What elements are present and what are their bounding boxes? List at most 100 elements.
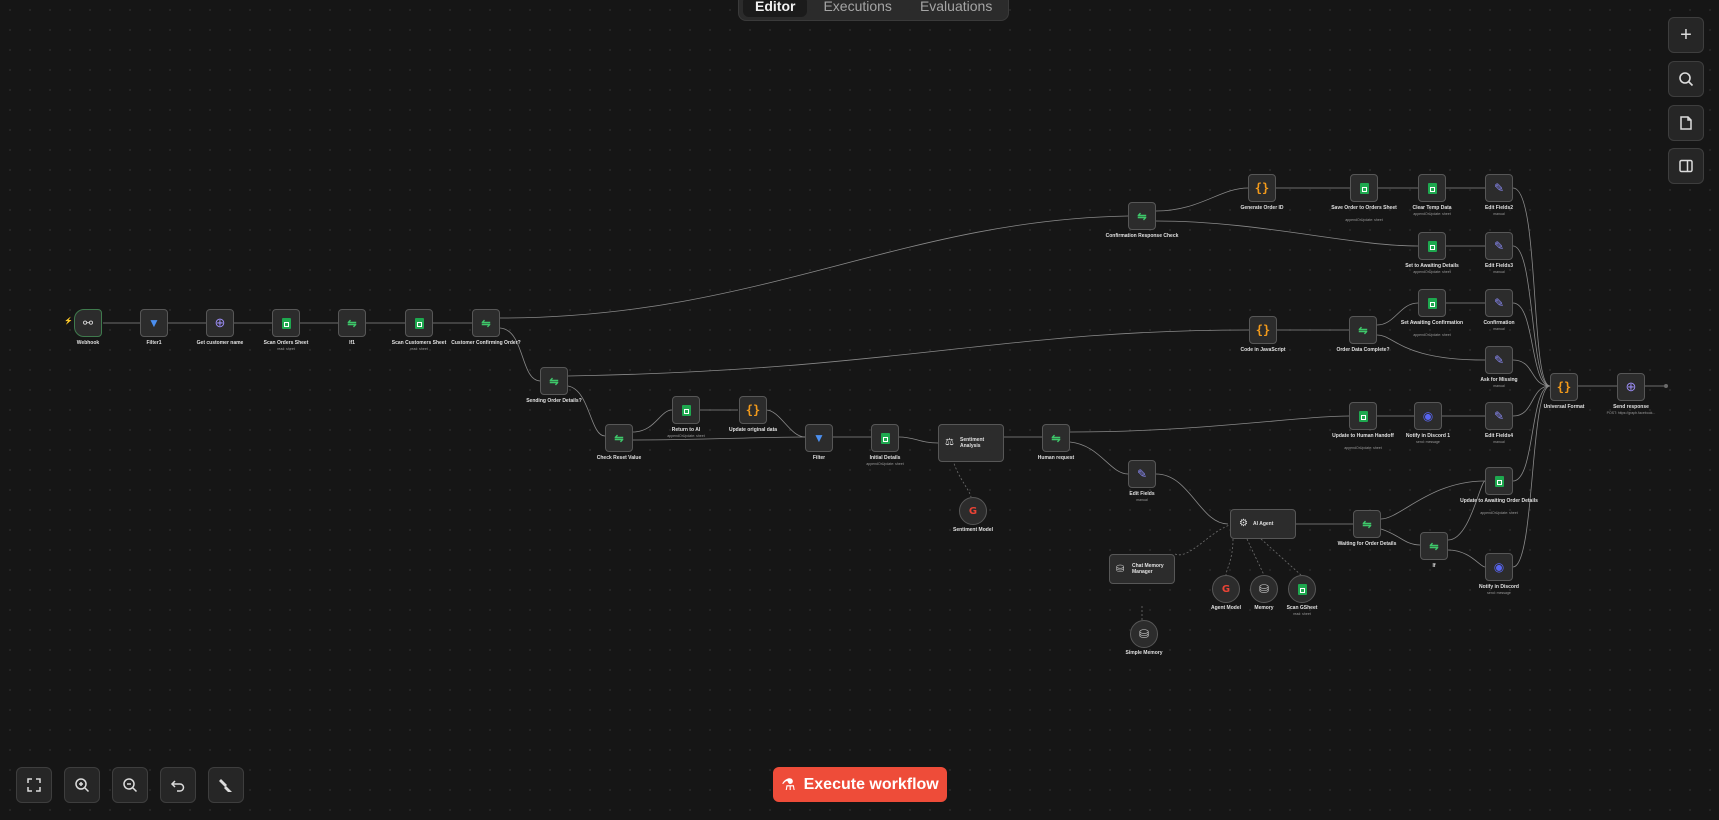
node-set-to-awaiting-details[interactable] xyxy=(1418,232,1446,260)
node-notify-in-discord-1[interactable]: ◉ xyxy=(1414,402,1442,430)
zoom-out-button[interactable] xyxy=(112,767,148,803)
node-sentiment-model[interactable]: G xyxy=(959,497,987,525)
globe-icon: ⊕ xyxy=(1625,379,1637,394)
node-sentiment-analysis[interactable]: ⚖ xyxy=(938,424,1004,462)
tab-executions[interactable]: Executions xyxy=(823,0,892,14)
execute-workflow-label: Execute workflow xyxy=(803,775,939,793)
node-filter[interactable]: ▼ xyxy=(805,424,833,452)
add-sticky-note-button[interactable] xyxy=(1668,105,1704,141)
node-filter1[interactable]: ▼ xyxy=(140,309,168,337)
side-panel-icon xyxy=(1679,159,1693,173)
database-icon: ⛁ xyxy=(1258,582,1270,596)
node-edit-fields2[interactable]: ✎ xyxy=(1485,174,1513,202)
node-edit-fields3[interactable]: ✎ xyxy=(1485,232,1513,260)
if-branch-icon: ⇋ xyxy=(1137,210,1147,223)
node-update-to-human-handoff[interactable] xyxy=(1349,402,1377,430)
zoom-out-icon xyxy=(123,778,138,793)
node-set-awaiting-confirmation[interactable] xyxy=(1418,289,1446,317)
node-generate-order-id[interactable]: {} xyxy=(1248,174,1276,202)
filter-icon: ▼ xyxy=(148,316,160,330)
node-update-to-awaiting-order-details[interactable] xyxy=(1485,467,1513,495)
discord-icon: ◉ xyxy=(1493,560,1505,574)
node-get-customer-name[interactable]: ⊕ xyxy=(206,309,234,337)
undo-button[interactable] xyxy=(160,767,196,803)
search-nodes-button[interactable] xyxy=(1668,61,1704,97)
tab-editor[interactable]: Editor xyxy=(743,0,808,17)
switch-icon: ⇋ xyxy=(1051,432,1061,445)
node-webhook[interactable]: ⚯ xyxy=(74,309,102,337)
code-braces-icon: {} xyxy=(1255,323,1271,337)
google-sheets-icon xyxy=(1494,475,1504,487)
node-if1[interactable]: ⇋ xyxy=(338,309,366,337)
code-braces-icon: {} xyxy=(745,403,761,417)
flask-icon: ⚗ xyxy=(781,776,796,794)
zoom-to-fit-button[interactable] xyxy=(16,767,52,803)
node-check-reset-value[interactable]: ⇋ xyxy=(605,424,633,452)
zoom-in-button[interactable] xyxy=(64,767,100,803)
undo-icon xyxy=(170,780,185,792)
node-initial-details[interactable] xyxy=(871,424,899,452)
node-notify-in-discord[interactable]: ◉ xyxy=(1485,553,1513,581)
node-edit-fields[interactable]: ✎ xyxy=(1128,460,1156,488)
node-ai-agent[interactable]: ⚙ xyxy=(1230,509,1296,539)
if-branch-icon: ⇋ xyxy=(1362,518,1372,531)
output-port[interactable] xyxy=(1664,384,1668,388)
google-sheets-icon xyxy=(281,317,291,329)
google-sheets-icon xyxy=(1358,410,1368,422)
globe-icon: ⊕ xyxy=(214,315,226,330)
node-memory[interactable]: ⛁ xyxy=(1250,575,1278,603)
execute-workflow-button[interactable]: ⚗ Execute workflow xyxy=(773,767,947,802)
pencil-icon: ✎ xyxy=(1493,239,1505,253)
filter-icon: ▼ xyxy=(813,431,825,445)
toggle-panel-button[interactable] xyxy=(1668,148,1704,184)
node-confirmation-response-check[interactable]: ⇋ xyxy=(1128,202,1156,230)
tab-evaluations[interactable]: Evaluations xyxy=(919,0,993,14)
if-branch-icon: ⇋ xyxy=(1429,540,1439,553)
node-if[interactable]: ⇋ xyxy=(1420,532,1448,560)
google-sheets-icon xyxy=(1427,182,1437,194)
node-clear-temp-data[interactable] xyxy=(1418,174,1446,202)
node-ask-for-missing[interactable]: ✎ xyxy=(1485,346,1513,374)
trigger-bolt-icon: ⚡ xyxy=(64,318,73,325)
pencil-icon: ✎ xyxy=(1136,467,1148,481)
google-sheets-icon xyxy=(681,404,691,416)
node-send-response[interactable]: ⊕ xyxy=(1617,373,1645,401)
if-branch-icon: ⇋ xyxy=(614,432,624,445)
node-chat-memory-manager[interactable]: ⛁ xyxy=(1109,554,1175,584)
zoom-in-icon xyxy=(75,778,90,793)
tidy-up-button[interactable] xyxy=(208,767,244,803)
node-waiting-for-order-details[interactable]: ⇋ xyxy=(1353,510,1381,538)
node-agent-model[interactable]: G xyxy=(1212,575,1240,603)
pencil-icon: ✎ xyxy=(1493,296,1505,310)
node-simple-memory[interactable]: ⛁ xyxy=(1130,620,1158,648)
node-universal-format[interactable]: {} xyxy=(1550,373,1578,401)
node-scan-gsheet[interactable] xyxy=(1288,575,1316,603)
node-save-order-to-orders-sheet[interactable] xyxy=(1350,174,1378,202)
pencil-icon: ✎ xyxy=(1493,409,1505,423)
google-gemini-icon: G xyxy=(968,505,978,517)
node-order-data-complete[interactable]: ⇋ xyxy=(1349,316,1377,344)
node-return-to-ai[interactable] xyxy=(672,396,700,424)
pencil-icon: ✎ xyxy=(1493,181,1505,195)
google-sheets-icon xyxy=(1427,297,1437,309)
if-branch-icon: ⇋ xyxy=(481,317,491,330)
plus-icon: + xyxy=(1680,24,1692,46)
google-sheets-icon xyxy=(1297,583,1307,595)
node-sending-order-details[interactable]: ⇋ xyxy=(540,367,568,395)
node-confirmation[interactable]: ✎ xyxy=(1485,289,1513,317)
node-customer-confirming-order[interactable]: ⇋ xyxy=(472,309,500,337)
add-node-button[interactable]: + xyxy=(1668,17,1704,53)
node-edit-fields4[interactable]: ✎ xyxy=(1485,402,1513,430)
pencil-icon: ✎ xyxy=(1493,353,1505,367)
code-braces-icon: {} xyxy=(1556,380,1572,394)
node-code-in-javascript[interactable]: {} xyxy=(1249,316,1277,344)
node-update-original-data[interactable]: {} xyxy=(739,396,767,424)
node-human-request[interactable]: ⇋ xyxy=(1042,424,1070,452)
search-icon xyxy=(1679,72,1694,87)
database-icon: ⛁ xyxy=(1138,627,1150,641)
node-scan-orders-sheet[interactable] xyxy=(272,309,300,337)
node-scan-customers-sheet[interactable] xyxy=(405,309,433,337)
database-icon: ⛁ xyxy=(1116,563,1125,575)
if-branch-icon: ⇋ xyxy=(549,375,559,388)
fit-view-icon xyxy=(27,778,41,792)
